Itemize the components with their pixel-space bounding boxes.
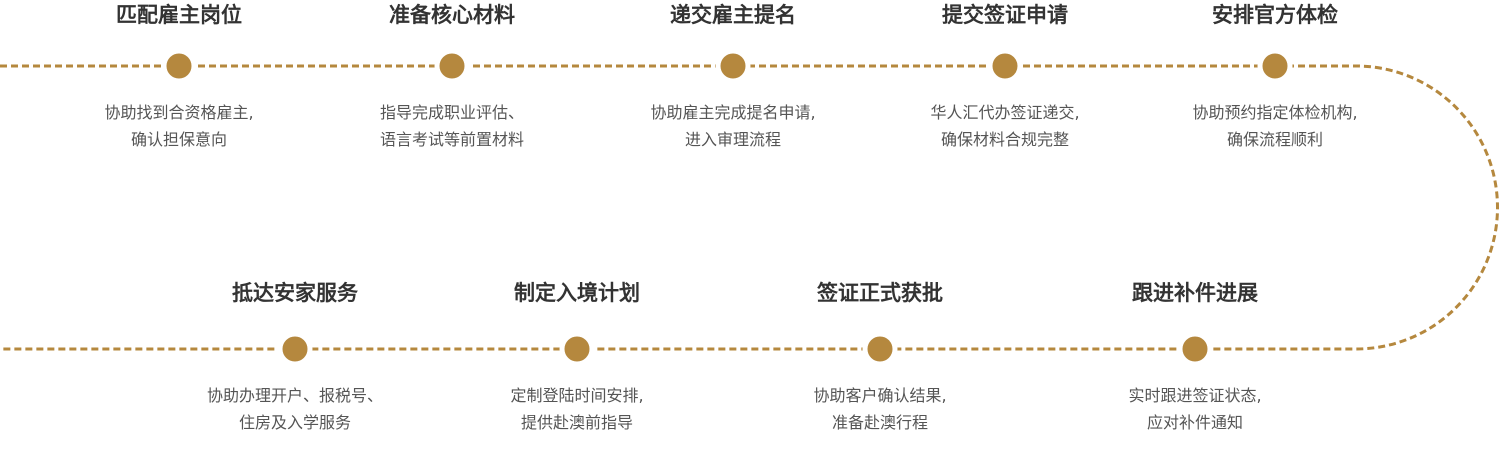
step-description-line: 协助预约指定体检机构, [1192,103,1358,122]
step-description-line: 准备赴澳行程 [831,413,928,432]
step-dot [559,331,595,367]
step-description-line: 提供赴澳前指导 [520,413,633,432]
step-description-line: 确保材料合规完整 [940,130,1069,149]
step-description-line: 协助找到合资格雇主, [104,103,254,122]
step-description-line: 协助办理开户、报税号、 [206,386,383,405]
step-description: 华人汇代办签证递交, 确保材料合规完整 [865,99,1145,153]
step-dot [987,48,1023,84]
step-title: 签证正式获批 [817,281,943,305]
step-title: 制定入境计划 [514,281,640,305]
step-description-line: 指导完成职业评估、 [379,103,524,122]
step-dot [434,48,470,84]
step-title: 匹配雇主岗位 [116,3,242,27]
step-title: 准备核心材料 [389,3,515,27]
step-title: 安排官方体检 [1212,3,1338,27]
step-description-line: 住房及入学服务 [238,413,351,432]
step-description-line: 确保流程顺利 [1226,130,1323,149]
step-dot [1177,331,1213,367]
step-dot [277,331,313,367]
step-dot [161,48,197,84]
step-description: 协助办理开户、报税号、住房及入学服务 [155,382,435,436]
step-description: 协助找到合资格雇主, 确认担保意向 [39,99,319,153]
step-title: 抵达安家服务 [232,281,358,305]
step-dot [1257,48,1293,84]
step-description-line: 协助客户确认结果, [813,386,947,405]
step-dot [715,48,751,84]
dashed-timeline [0,64,1499,351]
step-title: 提交签证申请 [942,3,1068,27]
step-description: 实时跟进签证状态, 应对补件通知 [1055,382,1335,436]
step-description-line: 协助雇主完成提名申请, [650,103,816,122]
step-description-line: 进入审理流程 [684,130,781,149]
step-title: 递交雇主提名 [670,3,796,27]
step-description-line: 语言考试等前置材料 [379,130,524,149]
step-description: 协助雇主完成提名申请, 进入审理流程 [593,99,873,153]
step-description-line: 实时跟进签证状态, [1128,386,1262,405]
step-description-line: 定制登陆时间安排, [510,386,644,405]
step-description-line: 应对补件通知 [1146,413,1243,432]
step-description: 指导完成职业评估、语言考试等前置材料 [312,99,592,153]
step-dot [862,331,898,367]
step-description-line: 华人汇代办签证递交, [930,103,1080,122]
step-description-line: 确认担保意向 [130,130,227,149]
step-description: 协助预约指定体检机构, 确保流程顺利 [1135,99,1415,153]
step-title: 跟进补件进展 [1132,281,1258,305]
step-description: 定制登陆时间安排, 提供赴澳前指导 [437,382,717,436]
step-description: 协助客户确认结果, 准备赴澳行程 [740,382,1020,436]
